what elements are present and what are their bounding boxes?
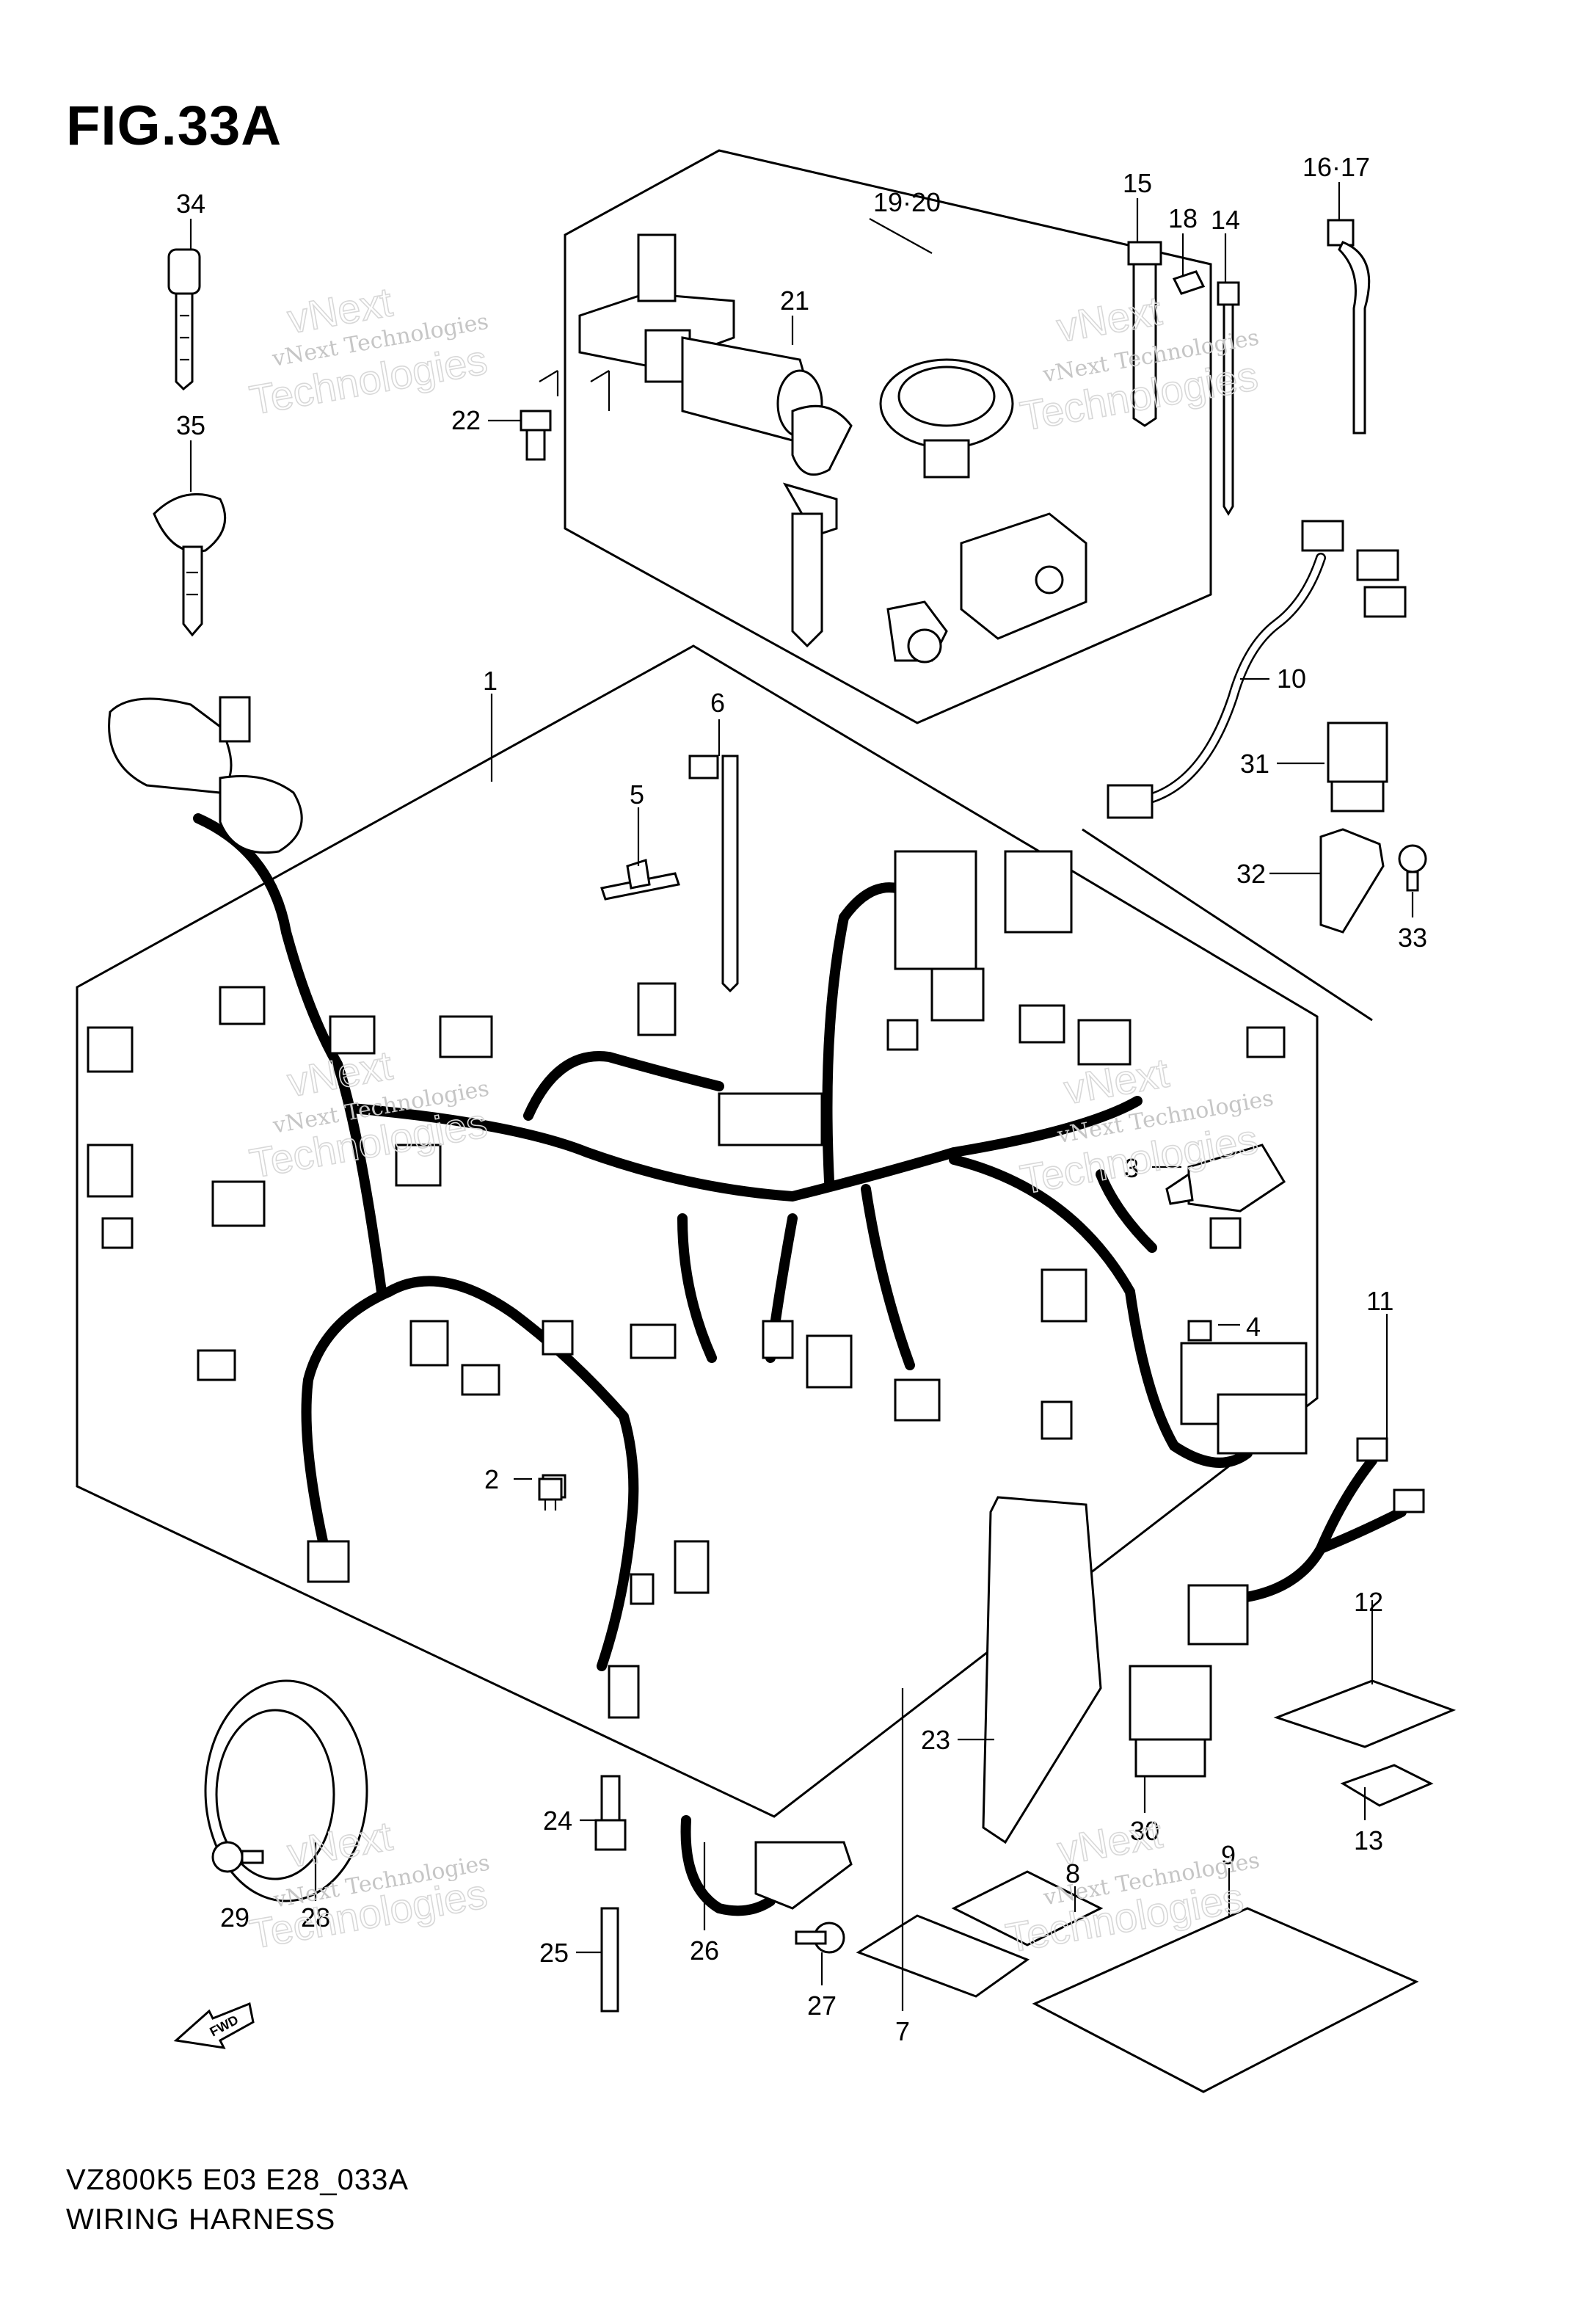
callout-1: 1 (483, 666, 498, 696)
clamp-5-icon (600, 859, 680, 901)
pad-7-icon (856, 1914, 1030, 1998)
key-34-icon (167, 248, 201, 391)
callout-30: 30 (1130, 1816, 1159, 1846)
rubber-cover-3-icon (1165, 1144, 1286, 1213)
callout-3: 3 (1124, 1153, 1139, 1183)
pad-9-icon (1032, 1907, 1419, 2093)
lock-cylinder-icon (886, 600, 948, 664)
pad-12-icon (1273, 1679, 1457, 1748)
callout-28: 28 (301, 1902, 330, 1933)
sub-harness-10-icon (1107, 520, 1407, 819)
main-harness-box (76, 644, 1319, 1818)
pad-13-icon (1340, 1764, 1434, 1807)
watermark-top-left: vNext Technologies vNext Technologies (246, 277, 491, 423)
callout-9: 9 (1221, 1840, 1236, 1870)
callout-7: 7 (895, 2016, 910, 2046)
seat-lock-icon (960, 512, 1087, 640)
bolt-27-icon (795, 1922, 845, 1954)
sub-harness-11-icon (1187, 1437, 1425, 1646)
callout-29: 29 (220, 1902, 249, 1933)
callout-4: 4 (1246, 1312, 1261, 1342)
callout-12: 12 (1354, 1587, 1383, 1617)
callout-26: 26 (690, 1935, 719, 1966)
bolt-33-icon (1398, 844, 1427, 892)
pad-8-icon (951, 1870, 1104, 1946)
callout-34: 34 (176, 189, 205, 219)
leader-lines (189, 182, 1414, 2011)
ignition-switch-icon (578, 233, 853, 648)
main-harness-1-icon (87, 813, 1286, 1719)
callout-6: 6 (710, 688, 725, 718)
rod-25-icon (600, 1907, 619, 2013)
callout-13: 13 (1354, 1825, 1383, 1855)
callout-11: 11 (1366, 1286, 1393, 1316)
cable-tie-6-icon (688, 755, 739, 993)
callout-31: 31 (1240, 749, 1269, 779)
callout-10: 10 (1277, 664, 1306, 694)
callout-14: 14 (1211, 205, 1240, 235)
callout-27: 27 (807, 1991, 837, 2021)
figure-title: FIG.33A (66, 95, 283, 157)
svg-text:vNext: vNext (1060, 1049, 1172, 1113)
callout-labels: 1 2 3 4 5 6 7 8 9 10 11 12 13 14 15 16·1… (176, 152, 1427, 2046)
callout-32: 32 (1236, 859, 1266, 889)
model-code: VZ800K5 E03 E28_033A (66, 2164, 409, 2196)
fuel-cap-lock-icon (879, 358, 1014, 479)
callout-8: 8 (1065, 1858, 1080, 1889)
clamp-16-17-icon (1327, 219, 1371, 435)
callout-21: 21 (780, 286, 809, 316)
forward-direction-marker: FWD (173, 2002, 255, 2049)
bracket-32-icon (1319, 828, 1385, 934)
sensor-26-icon (680, 1815, 853, 1916)
callout-19-20: 19·20 (873, 187, 941, 217)
callout-16-17: 16·17 (1302, 152, 1370, 182)
callout-15: 15 (1123, 168, 1152, 198)
switch-24-icon (594, 1775, 627, 1851)
clamp-14-icon (1217, 281, 1240, 516)
callout-22: 22 (451, 405, 481, 435)
subharness-box-edge (1082, 828, 1373, 1022)
callout-18: 18 (1168, 203, 1198, 233)
callout-33: 33 (1398, 923, 1427, 953)
horn-28-icon (204, 1679, 368, 1902)
fuse-2-icon (538, 1477, 563, 1511)
callout-5: 5 (630, 779, 644, 810)
callout-23: 23 (921, 1725, 950, 1755)
steering-lock-icon (108, 696, 303, 854)
relay-30-icon (1129, 1665, 1212, 1778)
svg-text:vNext: vNext (1054, 1810, 1165, 1874)
callout-2: 2 (484, 1464, 499, 1494)
ignition-switch-box (564, 149, 1212, 724)
callout-24: 24 (543, 1806, 572, 1836)
screw-18-icon (1172, 270, 1206, 295)
relay-31-icon (1327, 721, 1388, 813)
section-name: WIRING HARNESS (66, 2203, 336, 2236)
bolt-29-icon (211, 1841, 264, 1873)
callout-35: 35 (176, 410, 205, 440)
plate-23-icon (982, 1496, 1102, 1844)
cable-tie-15-icon (1127, 241, 1162, 427)
callout-25: 25 (539, 1938, 569, 1968)
screw-22-icon (520, 410, 552, 461)
key-35-icon (153, 492, 227, 637)
fuse-4-icon (1180, 1320, 1308, 1455)
